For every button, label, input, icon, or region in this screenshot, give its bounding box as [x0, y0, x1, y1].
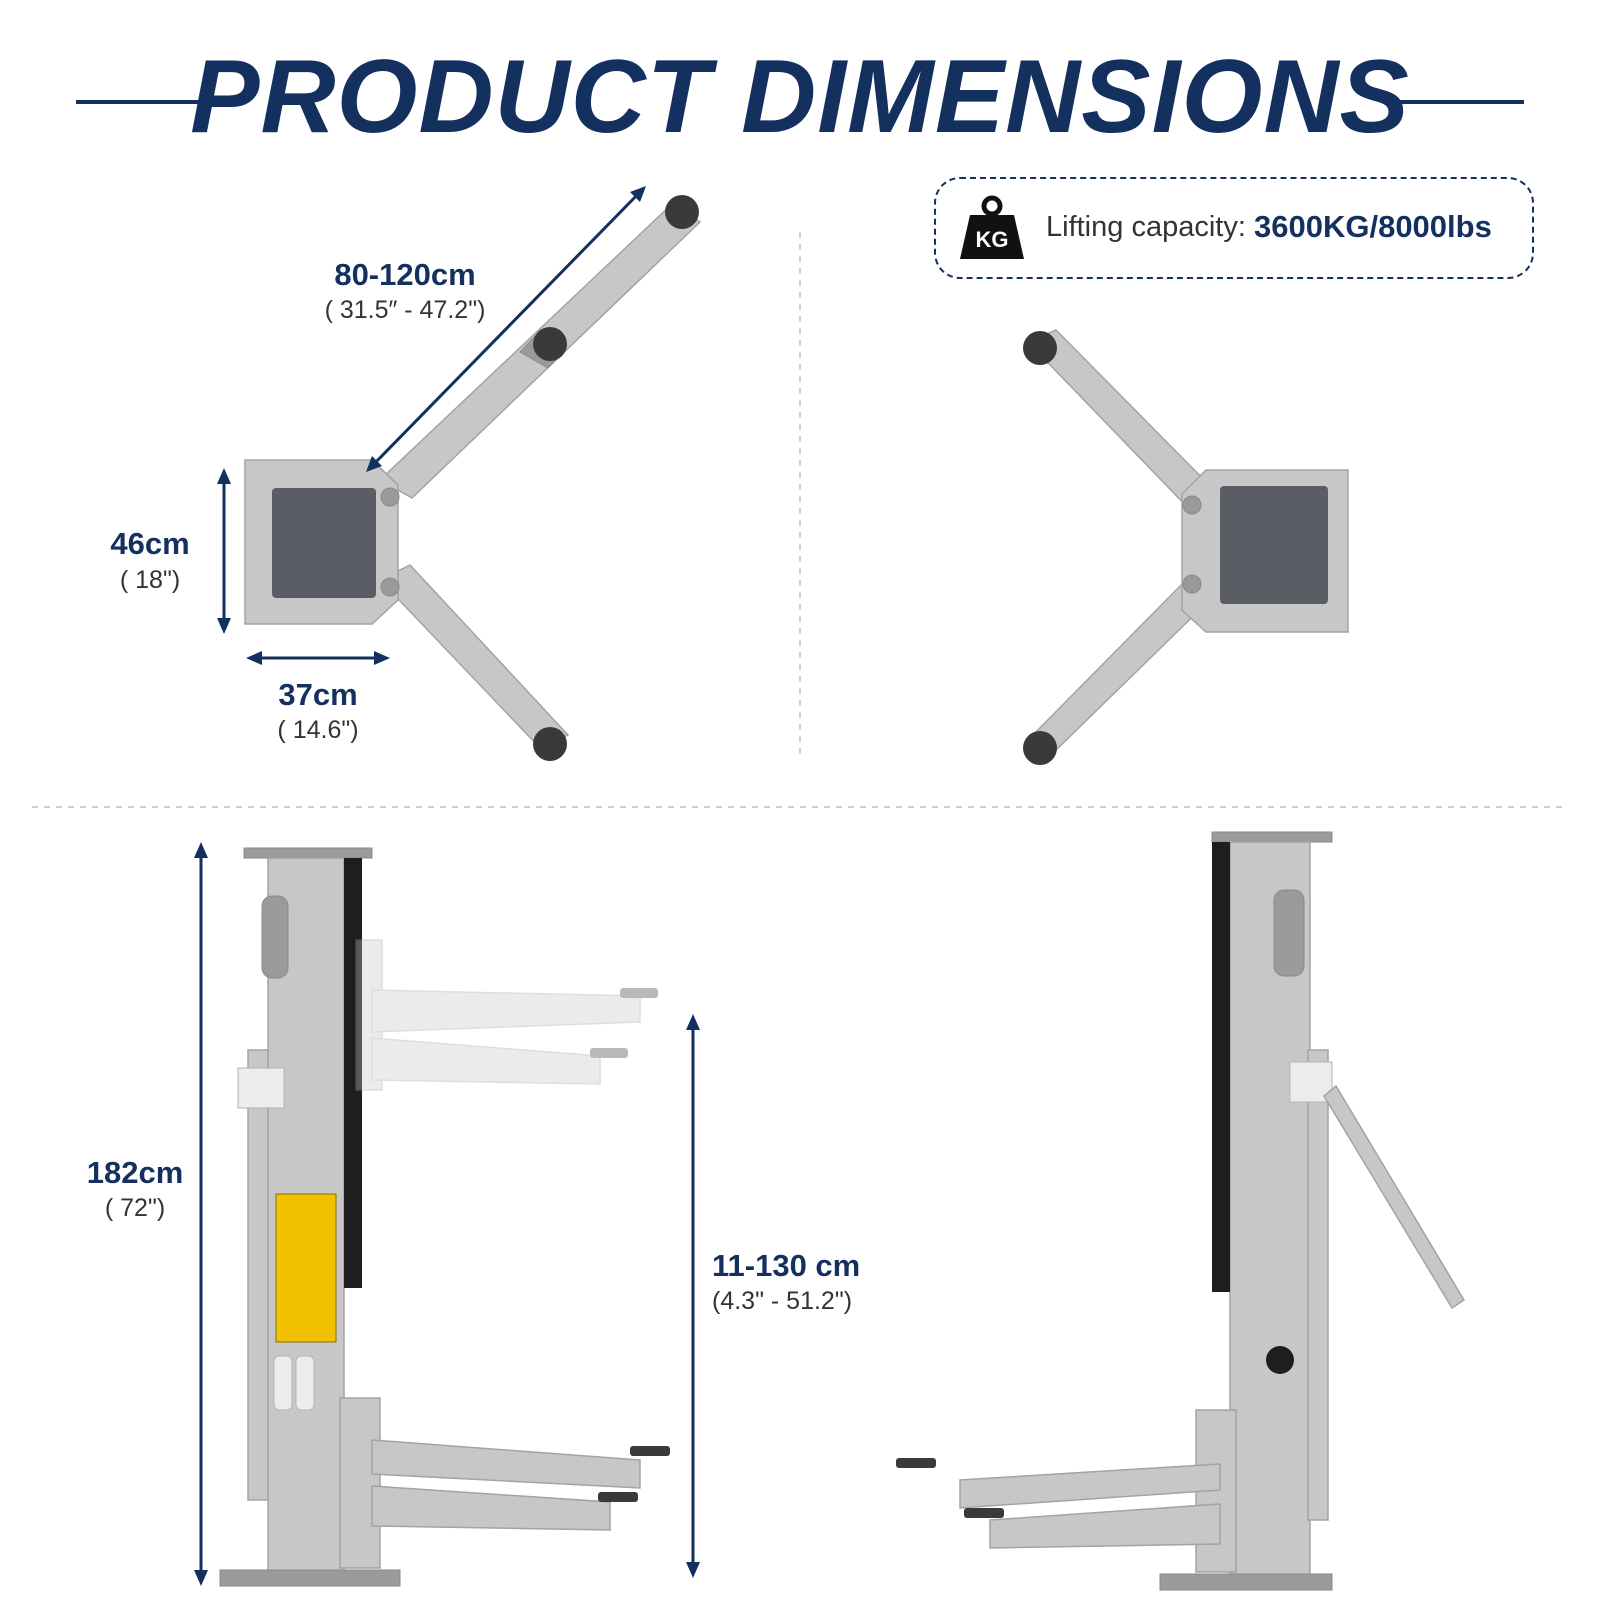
access-hole	[1266, 1346, 1294, 1374]
rear-arm-pad-rear	[896, 1458, 936, 1468]
column-height-value: 182cm	[86, 1155, 184, 1190]
right-base-plate-inner	[1220, 486, 1328, 604]
control-box	[237, 1067, 285, 1109]
column-top-cap	[243, 847, 373, 859]
base-width-imperial: ( 14.6")	[277, 716, 359, 744]
lower-arm-front	[371, 1485, 611, 1531]
base-depth-value: 46cm	[110, 526, 190, 561]
base-depth-arrow	[217, 468, 231, 634]
weight-icon-text: KG	[976, 227, 1009, 252]
pivot-top	[380, 487, 400, 507]
column-height-imperial: ( 72")	[104, 1194, 166, 1222]
arm-reach-arrow	[366, 186, 646, 472]
arm-pad-middle	[533, 327, 567, 361]
top-view-right	[1023, 329, 1349, 765]
cylinder-left	[273, 1355, 293, 1411]
base-depth-imperial: ( 18")	[119, 566, 181, 594]
carriage	[339, 1397, 381, 1569]
right-arm-pad-top	[1023, 331, 1057, 365]
capacity-value: 3600KG/8000lbs	[1254, 209, 1492, 244]
arm-reach-imperial: ( 31.5″ - 47.2")	[324, 296, 486, 324]
base-width-value: 37cm	[278, 677, 358, 712]
arm-pad-bottom	[533, 727, 567, 761]
column-base	[219, 1569, 401, 1587]
lower-arm-back	[371, 1439, 641, 1489]
column-height-arrow	[194, 842, 208, 1586]
right-pivot-bottom	[1182, 574, 1202, 594]
lift-range-value: 11-130 cm	[712, 1248, 861, 1283]
top-view-left	[217, 186, 702, 761]
rear-column-top-cap	[1211, 831, 1333, 843]
lifting-capacity-box: KG Lifting capacity: 3600KG/8000lbs	[934, 177, 1534, 279]
arm-reach-value: 80-120cm	[334, 257, 476, 292]
column-side-panel	[247, 1049, 269, 1501]
column-slide-track	[344, 858, 362, 1288]
release-lever	[1323, 1084, 1466, 1310]
pivot-bottom	[380, 577, 400, 597]
lower-arm	[378, 564, 570, 749]
page-title: PRODUCT DIMENSIONS	[190, 39, 1410, 155]
right-pivot-top	[1182, 495, 1202, 515]
cylinder-right	[295, 1355, 315, 1411]
base-plate-inner	[272, 488, 376, 598]
arm-pad-top	[665, 195, 699, 229]
rear-column-side-panel	[1307, 1049, 1329, 1521]
arm-pad-rear	[630, 1446, 670, 1456]
capacity-label: Lifting capacity:	[1046, 211, 1246, 243]
rear-column-handle	[1273, 889, 1305, 977]
warning-label	[275, 1193, 337, 1343]
rear-arm-pad-front	[964, 1508, 1004, 1518]
right-arm-pad-bottom	[1023, 731, 1057, 765]
front-view-left	[194, 842, 700, 1587]
title-rule-left	[76, 100, 204, 104]
lift-range-imperial: (4.3" - 51.2")	[712, 1287, 853, 1315]
base-width-arrow	[246, 651, 390, 665]
rear-column-base	[1159, 1573, 1333, 1591]
rear-view-right	[896, 831, 1466, 1591]
column-handle	[261, 895, 289, 979]
lift-range-arrow	[686, 1014, 700, 1578]
rear-lower-arm-front	[989, 1503, 1221, 1549]
raised-arms-ghost	[355, 939, 658, 1091]
arm-pad-front	[598, 1492, 638, 1502]
title-rule-right	[1396, 100, 1524, 104]
rear-lower-arm-back	[959, 1463, 1221, 1509]
rear-column-slide-track	[1212, 842, 1230, 1292]
weight-icon: KG	[960, 195, 1024, 259]
